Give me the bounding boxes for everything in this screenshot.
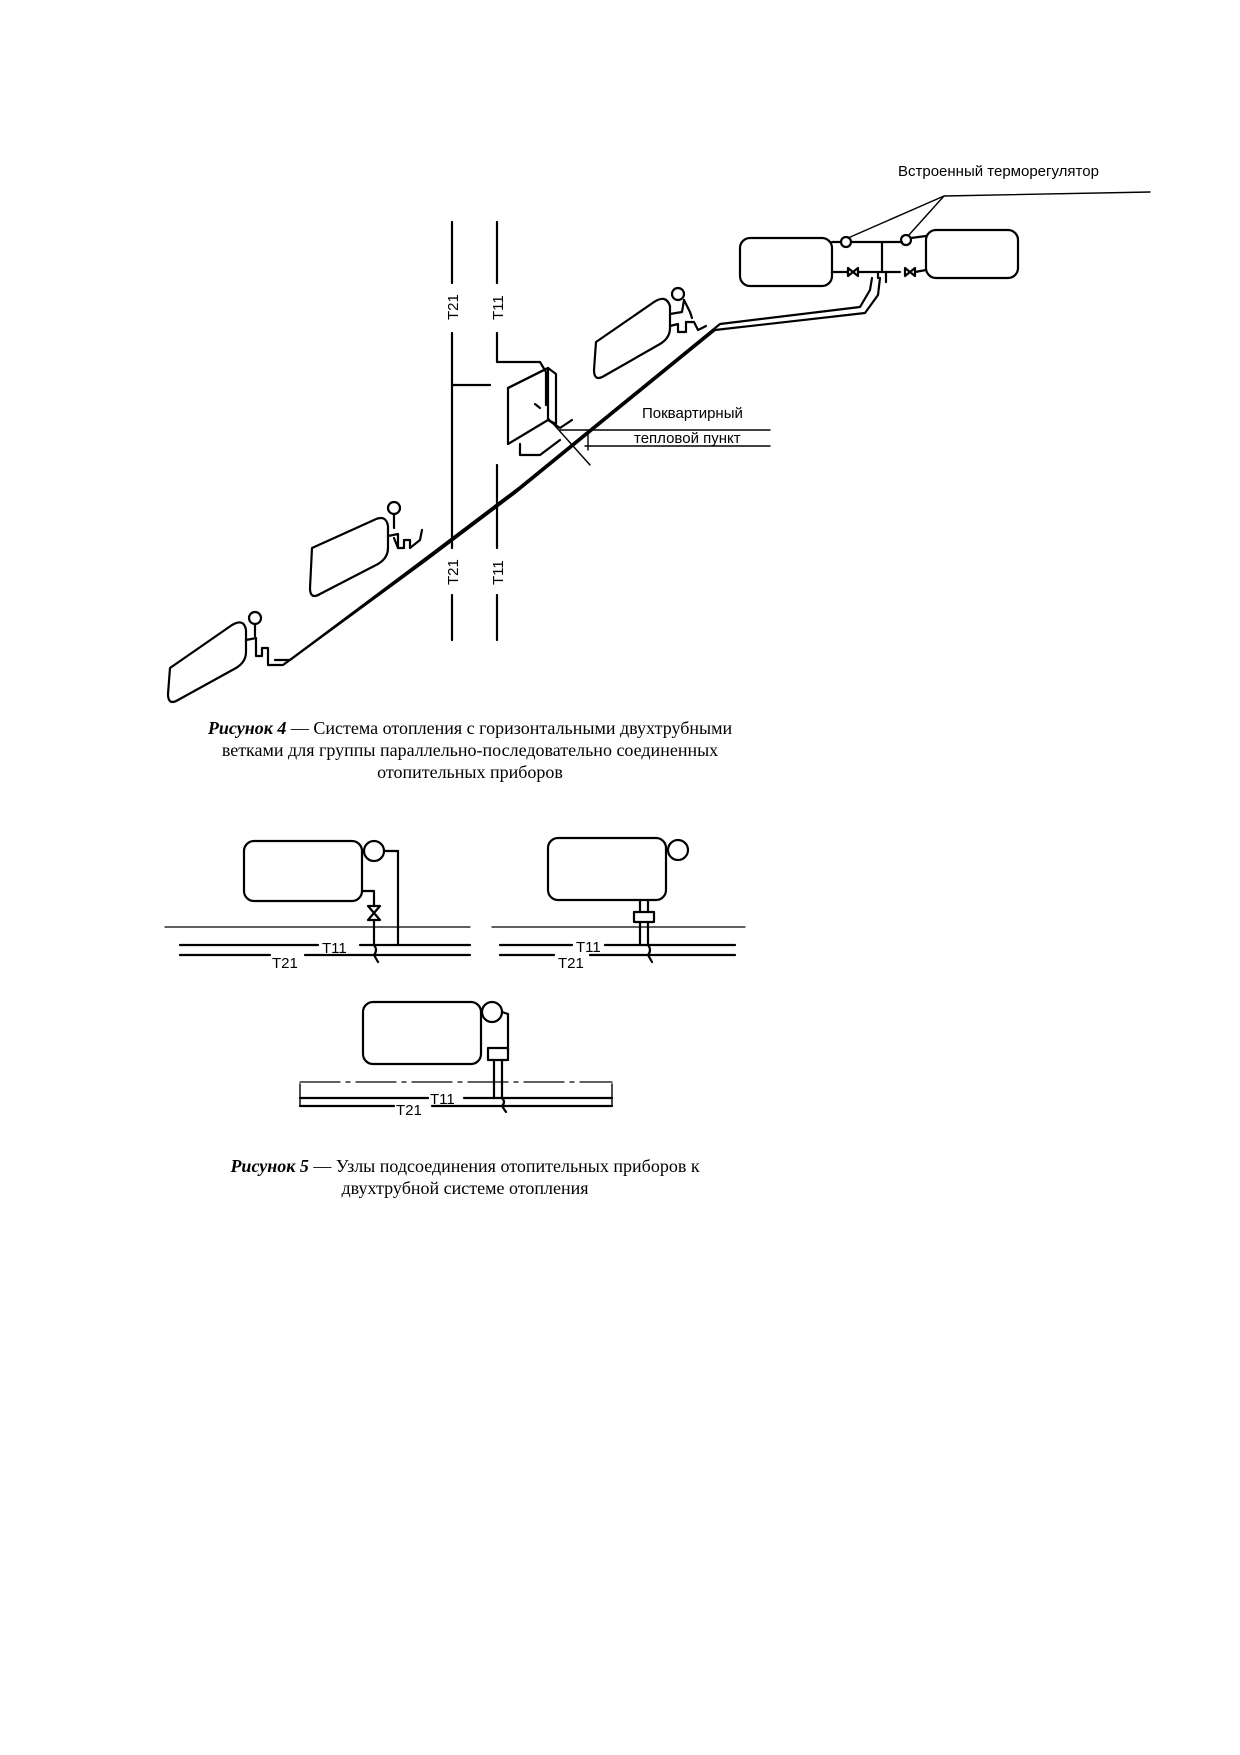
figure-4-caption-line2: ветками для группы параллельно-последова… xyxy=(221,740,719,760)
radiator-2 xyxy=(308,500,424,598)
node-1-t11: T11 xyxy=(322,940,347,957)
label-heat-point-2: тепловой пункт xyxy=(634,430,741,447)
label-riser-t21-top: T21 xyxy=(445,294,462,320)
figure-4-caption: Рисунок 4 — Система отопления с горизонт… xyxy=(150,717,790,783)
radiator-1 xyxy=(166,610,270,704)
figure-4-caption-label: Рисунок 4 xyxy=(207,718,287,738)
node-2-t11: T11 xyxy=(576,939,601,956)
node-3-t21: T21 xyxy=(396,1102,422,1119)
node-3 xyxy=(298,1000,614,1114)
node-1 xyxy=(164,839,472,964)
node-3-t11: T11 xyxy=(430,1091,455,1108)
label-heat-point-1: Поквартирный xyxy=(642,405,743,422)
radiator-heat-point xyxy=(506,366,574,457)
radiator-top-right xyxy=(880,228,1020,280)
diagonal-supply-pipe xyxy=(266,276,882,667)
label-riser-t11-bottom: T11 xyxy=(490,560,507,585)
figure-4-caption-line3: отопительных приборов xyxy=(377,762,563,782)
label-thermostat: Встроенный терморегулятор xyxy=(898,163,1099,180)
label-riser-t11-top: T11 xyxy=(490,295,507,320)
thermostat-leader-lines xyxy=(847,191,1151,239)
figure-5-caption: Рисунок 5 — Узлы подсоединения отопитель… xyxy=(170,1155,760,1199)
label-riser-t21-bottom: T21 xyxy=(445,559,462,585)
radiator-3 xyxy=(592,286,708,380)
figure-4-caption-line1: — Система отопления с горизонтальными дв… xyxy=(286,718,733,738)
heat-point-leader-lines xyxy=(547,417,771,466)
node-1-t21: T21 xyxy=(272,955,298,972)
figure-5-caption-label: Рисунок 5 xyxy=(230,1156,309,1176)
figure-5-caption-line1: — Узлы подсоединения отопительных прибор… xyxy=(308,1156,700,1176)
node-2 xyxy=(491,836,746,964)
figure-5-caption-line2: двухтрубной системе отопления xyxy=(341,1178,589,1198)
node-2-t21: T21 xyxy=(558,955,584,972)
